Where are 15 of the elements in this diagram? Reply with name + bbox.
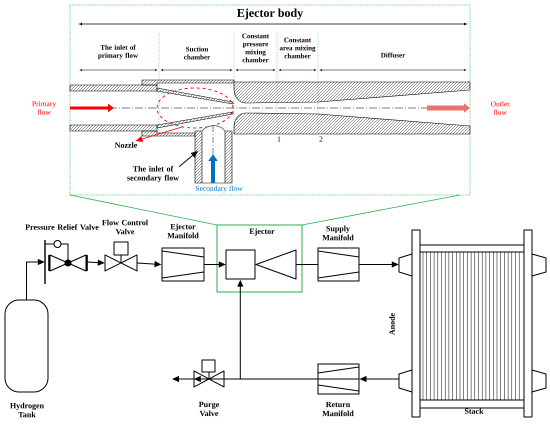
component-label: Ejector (249, 228, 274, 236)
dashed-ellipse (156, 88, 234, 128)
component-label: Stack (464, 408, 484, 414)
callout-text: Nozzle (114, 142, 138, 148)
callout-text: The inlet of secondary flow (127, 166, 179, 182)
component-label: Supply Manifold (322, 226, 354, 240)
component-label: Hydrogen Tank (10, 402, 44, 418)
panel-title: Ejector body (237, 8, 304, 20)
component-label: Pressure Relief Valve (25, 224, 99, 230)
component-label: Purge Valve (198, 402, 219, 416)
component-label: Return Manifold (322, 402, 354, 416)
leader-line (178, 151, 198, 168)
component-label: Flow Control Valve (102, 220, 148, 234)
component-label: Ejector Manifold (167, 224, 199, 238)
side-label: Anode (389, 313, 395, 336)
